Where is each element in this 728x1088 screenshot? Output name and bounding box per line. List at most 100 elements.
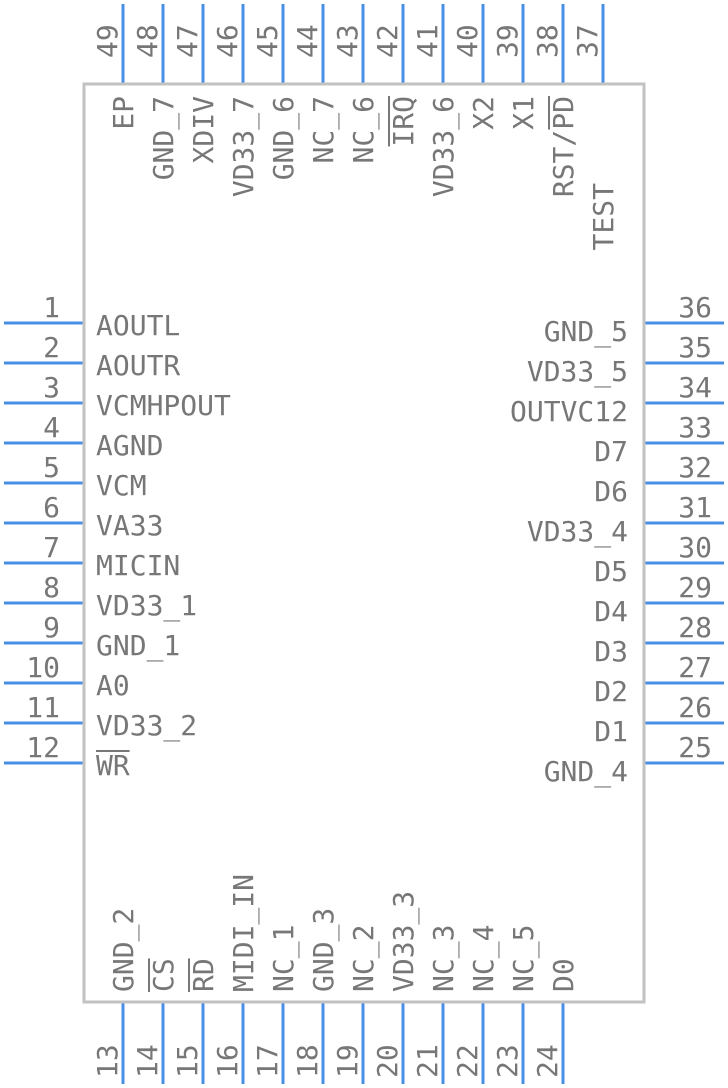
pin-40-number: 40 <box>451 24 484 58</box>
pin-49-number: 49 <box>91 24 124 58</box>
pin-32-name-d6: D6 <box>594 475 628 508</box>
pin-15-number: 15 <box>171 1044 204 1078</box>
pin-25-number: 25 <box>678 731 712 764</box>
pin-12-name-wr: WR <box>96 749 130 782</box>
pin-37-number: 37 <box>571 24 604 58</box>
pin-24-number: 24 <box>531 1044 564 1078</box>
pin-34-name-outvc12: OUTVC12 <box>510 395 628 428</box>
pin-35-number: 35 <box>678 331 712 364</box>
pin-42-name-group: IRQ <box>387 96 420 147</box>
pin-11-name-vd33-2: VD33_2 <box>96 709 197 743</box>
pin-49-name-ep: EP <box>107 96 140 130</box>
pin-10-name-a0: A0 <box>96 669 130 702</box>
pin-18-name-gnd-3: GND_3 <box>307 908 341 992</box>
pin-19-number: 19 <box>331 1044 364 1078</box>
pin-26-name-d1: D1 <box>594 715 628 748</box>
pin-40-name-x2: X2 <box>467 96 500 130</box>
pin-13-name-gnd-2: GND_2 <box>107 908 141 992</box>
pin-23-name-group: NC_5 <box>507 925 541 992</box>
pin-48-name-gnd-7: GND_7 <box>147 96 181 180</box>
pin-42-name-irq: IRQ <box>387 96 420 147</box>
pin-40-name-group: X2 <box>467 96 500 130</box>
pin-19-name-nc-2: NC_2 <box>347 925 381 992</box>
pin-30-number: 30 <box>678 531 712 564</box>
pin-41-name-group: VD33_6 <box>427 96 461 197</box>
pin-22-name-group: NC_4 <box>467 925 501 992</box>
pin-labels: 1AOUTL2AOUTR3VCMHPOUT4AGND5VCM6VA337MICI… <box>26 24 712 1078</box>
pin-17-name-nc-1: NC_1 <box>267 925 301 992</box>
pin-44-name-group: NC_7 <box>307 96 341 163</box>
pin-48-name-group: GND_7 <box>147 96 181 180</box>
pin-23-name-nc-5: NC_5 <box>507 925 541 992</box>
pin-12-number: 12 <box>26 731 60 764</box>
pin-13-number: 13 <box>91 1044 124 1078</box>
pin-16-name-midi-in: MIDI_IN <box>227 874 261 992</box>
pin-46-name-vd33-7: VD33_7 <box>227 96 261 197</box>
pin-25-name-gnd-4: GND_4 <box>544 755 628 789</box>
pin-32-number: 32 <box>678 451 712 484</box>
pin-31-name-vd33-4: VD33_4 <box>527 515 628 549</box>
pin-9-name-gnd-1: GND_1 <box>96 629 180 663</box>
pin-47-name-xdiv: XDIV <box>187 96 220 164</box>
pin-47-name-group: XDIV <box>187 96 220 164</box>
pin-16-number: 16 <box>211 1044 244 1078</box>
pin-6-number: 6 <box>43 491 60 524</box>
pin-45-name-gnd-6: GND_6 <box>267 96 301 180</box>
pin-33-number: 33 <box>678 411 712 444</box>
pin-2-name-aoutr: AOUTR <box>96 349 180 382</box>
pin-35-name-vd33-5: VD33_5 <box>527 355 628 389</box>
pin-5-number: 5 <box>43 451 60 484</box>
pin-24-name-d0: D0 <box>547 958 580 992</box>
pin-46-number: 46 <box>211 24 244 58</box>
pin-3-number: 3 <box>43 371 60 404</box>
pin-18-number: 18 <box>291 1044 324 1078</box>
pin-37-name-group: TEST <box>587 183 620 251</box>
pin-8-name-vd33-1: VD33_1 <box>96 589 197 623</box>
pin-43-name-nc-6: NC_6 <box>347 96 381 163</box>
pin-4-number: 4 <box>43 411 60 444</box>
pin-27-name-d2: D2 <box>594 675 628 708</box>
pin-39-name-group: X1 <box>507 96 540 130</box>
pin-20-number: 20 <box>371 1044 404 1078</box>
pin-47-number: 47 <box>171 24 204 58</box>
pin-14-name-cs: CS <box>147 958 180 992</box>
pin-23-number: 23 <box>491 1044 524 1078</box>
pin-7-name-micin: MICIN <box>96 549 180 582</box>
pin-6-name-va33: VA33 <box>96 509 163 542</box>
pin-4-name-agnd: AGND <box>96 429 163 462</box>
pin-21-name-group: NC_3 <box>427 925 461 992</box>
pin-29-name-d4: D4 <box>594 595 628 628</box>
pin-14-number: 14 <box>131 1044 164 1078</box>
pin-24-name-group: D0 <box>547 958 580 992</box>
ic-body <box>82 82 646 1004</box>
pin-33-name-d7: D7 <box>594 435 628 468</box>
pin-1-name-aoutl: AOUTL <box>96 309 180 342</box>
pin-17-name-group: NC_1 <box>267 925 301 992</box>
pin-38-name-rst-pd: RST/PD <box>547 96 580 197</box>
pin-15-name-rd: RD <box>187 958 220 992</box>
pin-43-number: 43 <box>331 24 364 58</box>
pin-28-number: 28 <box>678 611 712 644</box>
pin-21-name-nc-3: NC_3 <box>427 925 461 992</box>
pin-45-number: 45 <box>251 24 284 58</box>
pin-31-number: 31 <box>678 491 712 524</box>
pin-lines <box>4 4 724 1084</box>
pin-14-name-group: CS <box>147 958 180 992</box>
pin-20-name-group: VD33_3 <box>387 891 421 992</box>
pin-3-name-vcmhpout: VCMHPOUT <box>96 389 231 422</box>
pin-21-number: 21 <box>411 1044 444 1078</box>
pin-46-name-group: VD33_7 <box>227 96 261 197</box>
pin-22-name-nc-4: NC_4 <box>467 925 501 992</box>
pin-38-name-group: RST/PD <box>547 96 580 197</box>
pin-41-name-vd33-6: VD33_6 <box>427 96 461 197</box>
pin-41-number: 41 <box>411 24 444 58</box>
pin-43-name-group: NC_6 <box>347 96 381 163</box>
pin-20-name-vd33-3: VD33_3 <box>387 891 421 992</box>
pin-15-name-group: RD <box>187 958 220 992</box>
pin-26-number: 26 <box>678 691 712 724</box>
pin-39-name-x1: X1 <box>507 96 540 130</box>
pin-9-number: 9 <box>43 611 60 644</box>
pin-13-name-group: GND_2 <box>107 908 141 992</box>
